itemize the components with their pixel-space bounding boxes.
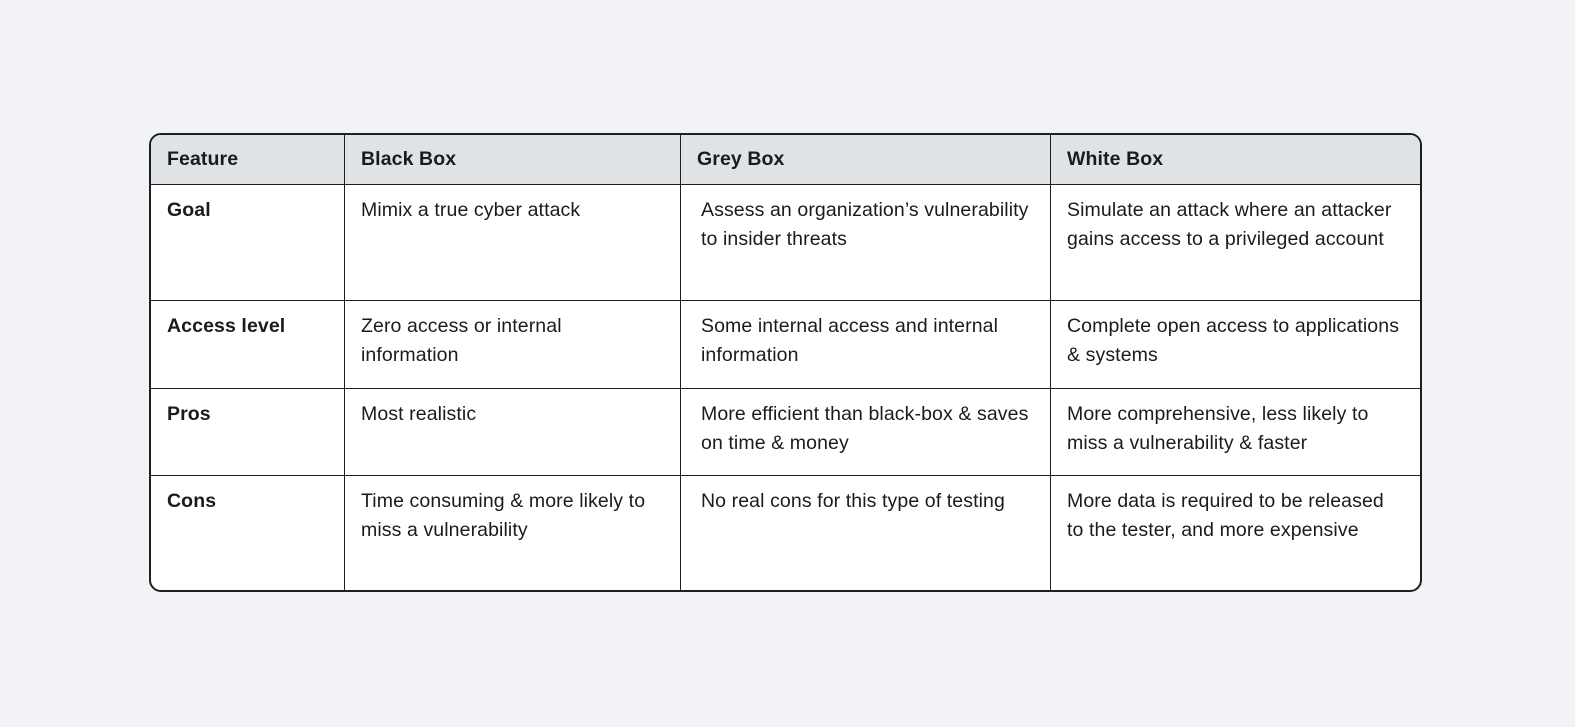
row-cons-black-box: Time consuming & more likely to miss a v… bbox=[345, 476, 681, 590]
header-cell-white-box: White Box bbox=[1051, 135, 1420, 185]
row-cons-white-box: More data is required to be released to … bbox=[1067, 490, 1384, 541]
row-access-white-box: Complete open access to applications & s… bbox=[1051, 301, 1420, 389]
row-goal-feature: Goal bbox=[151, 185, 345, 301]
header-row: Feature Black Box Grey Box White Box bbox=[151, 135, 1420, 185]
row-pros-white-box: More comprehensive, less likely to miss … bbox=[1051, 389, 1420, 476]
pentest-comparison-table: Feature Black Box Grey Box White Box Goa… bbox=[151, 135, 1420, 590]
table-row-cons: Cons Time consuming & more likely to mis… bbox=[151, 476, 1420, 590]
row-pros-grey-box: More efficient than black-box & saves on… bbox=[681, 389, 1051, 476]
row-goal-white-box: Simulate an attack where an attacker gai… bbox=[1051, 185, 1420, 301]
header-cell-feature: Feature bbox=[151, 135, 345, 185]
row-pros-black-box: Most realistic bbox=[345, 389, 681, 476]
row-goal-black-box: Mimix a true cyber attack bbox=[345, 185, 681, 301]
comparison-table: Feature Black Box Grey Box White Box Goa… bbox=[149, 133, 1422, 592]
table-row-goal: Goal Mimix a true cyber attack Assess an… bbox=[151, 185, 1420, 301]
header-cell-grey-box: Grey Box bbox=[681, 135, 1051, 185]
row-access-grey-box: Some internal access and internal inform… bbox=[681, 301, 1051, 389]
row-cons-feature: Cons bbox=[151, 476, 345, 590]
row-access-feature: Access level bbox=[151, 301, 345, 389]
row-pros-feature: Pros bbox=[151, 389, 345, 476]
header-cell-black-box: Black Box bbox=[345, 135, 681, 185]
row-access-black-box: Zero access or internal information bbox=[345, 301, 681, 389]
row-cons-grey-box: No real cons for this type of testing bbox=[681, 476, 1051, 590]
table-row-pros: Pros Most realistic More efficient than … bbox=[151, 389, 1420, 476]
table-row-access-level: Access level Zero access or internal inf… bbox=[151, 301, 1420, 389]
row-goal-grey-box: Assess an organization’s vulnerability t… bbox=[681, 185, 1051, 301]
